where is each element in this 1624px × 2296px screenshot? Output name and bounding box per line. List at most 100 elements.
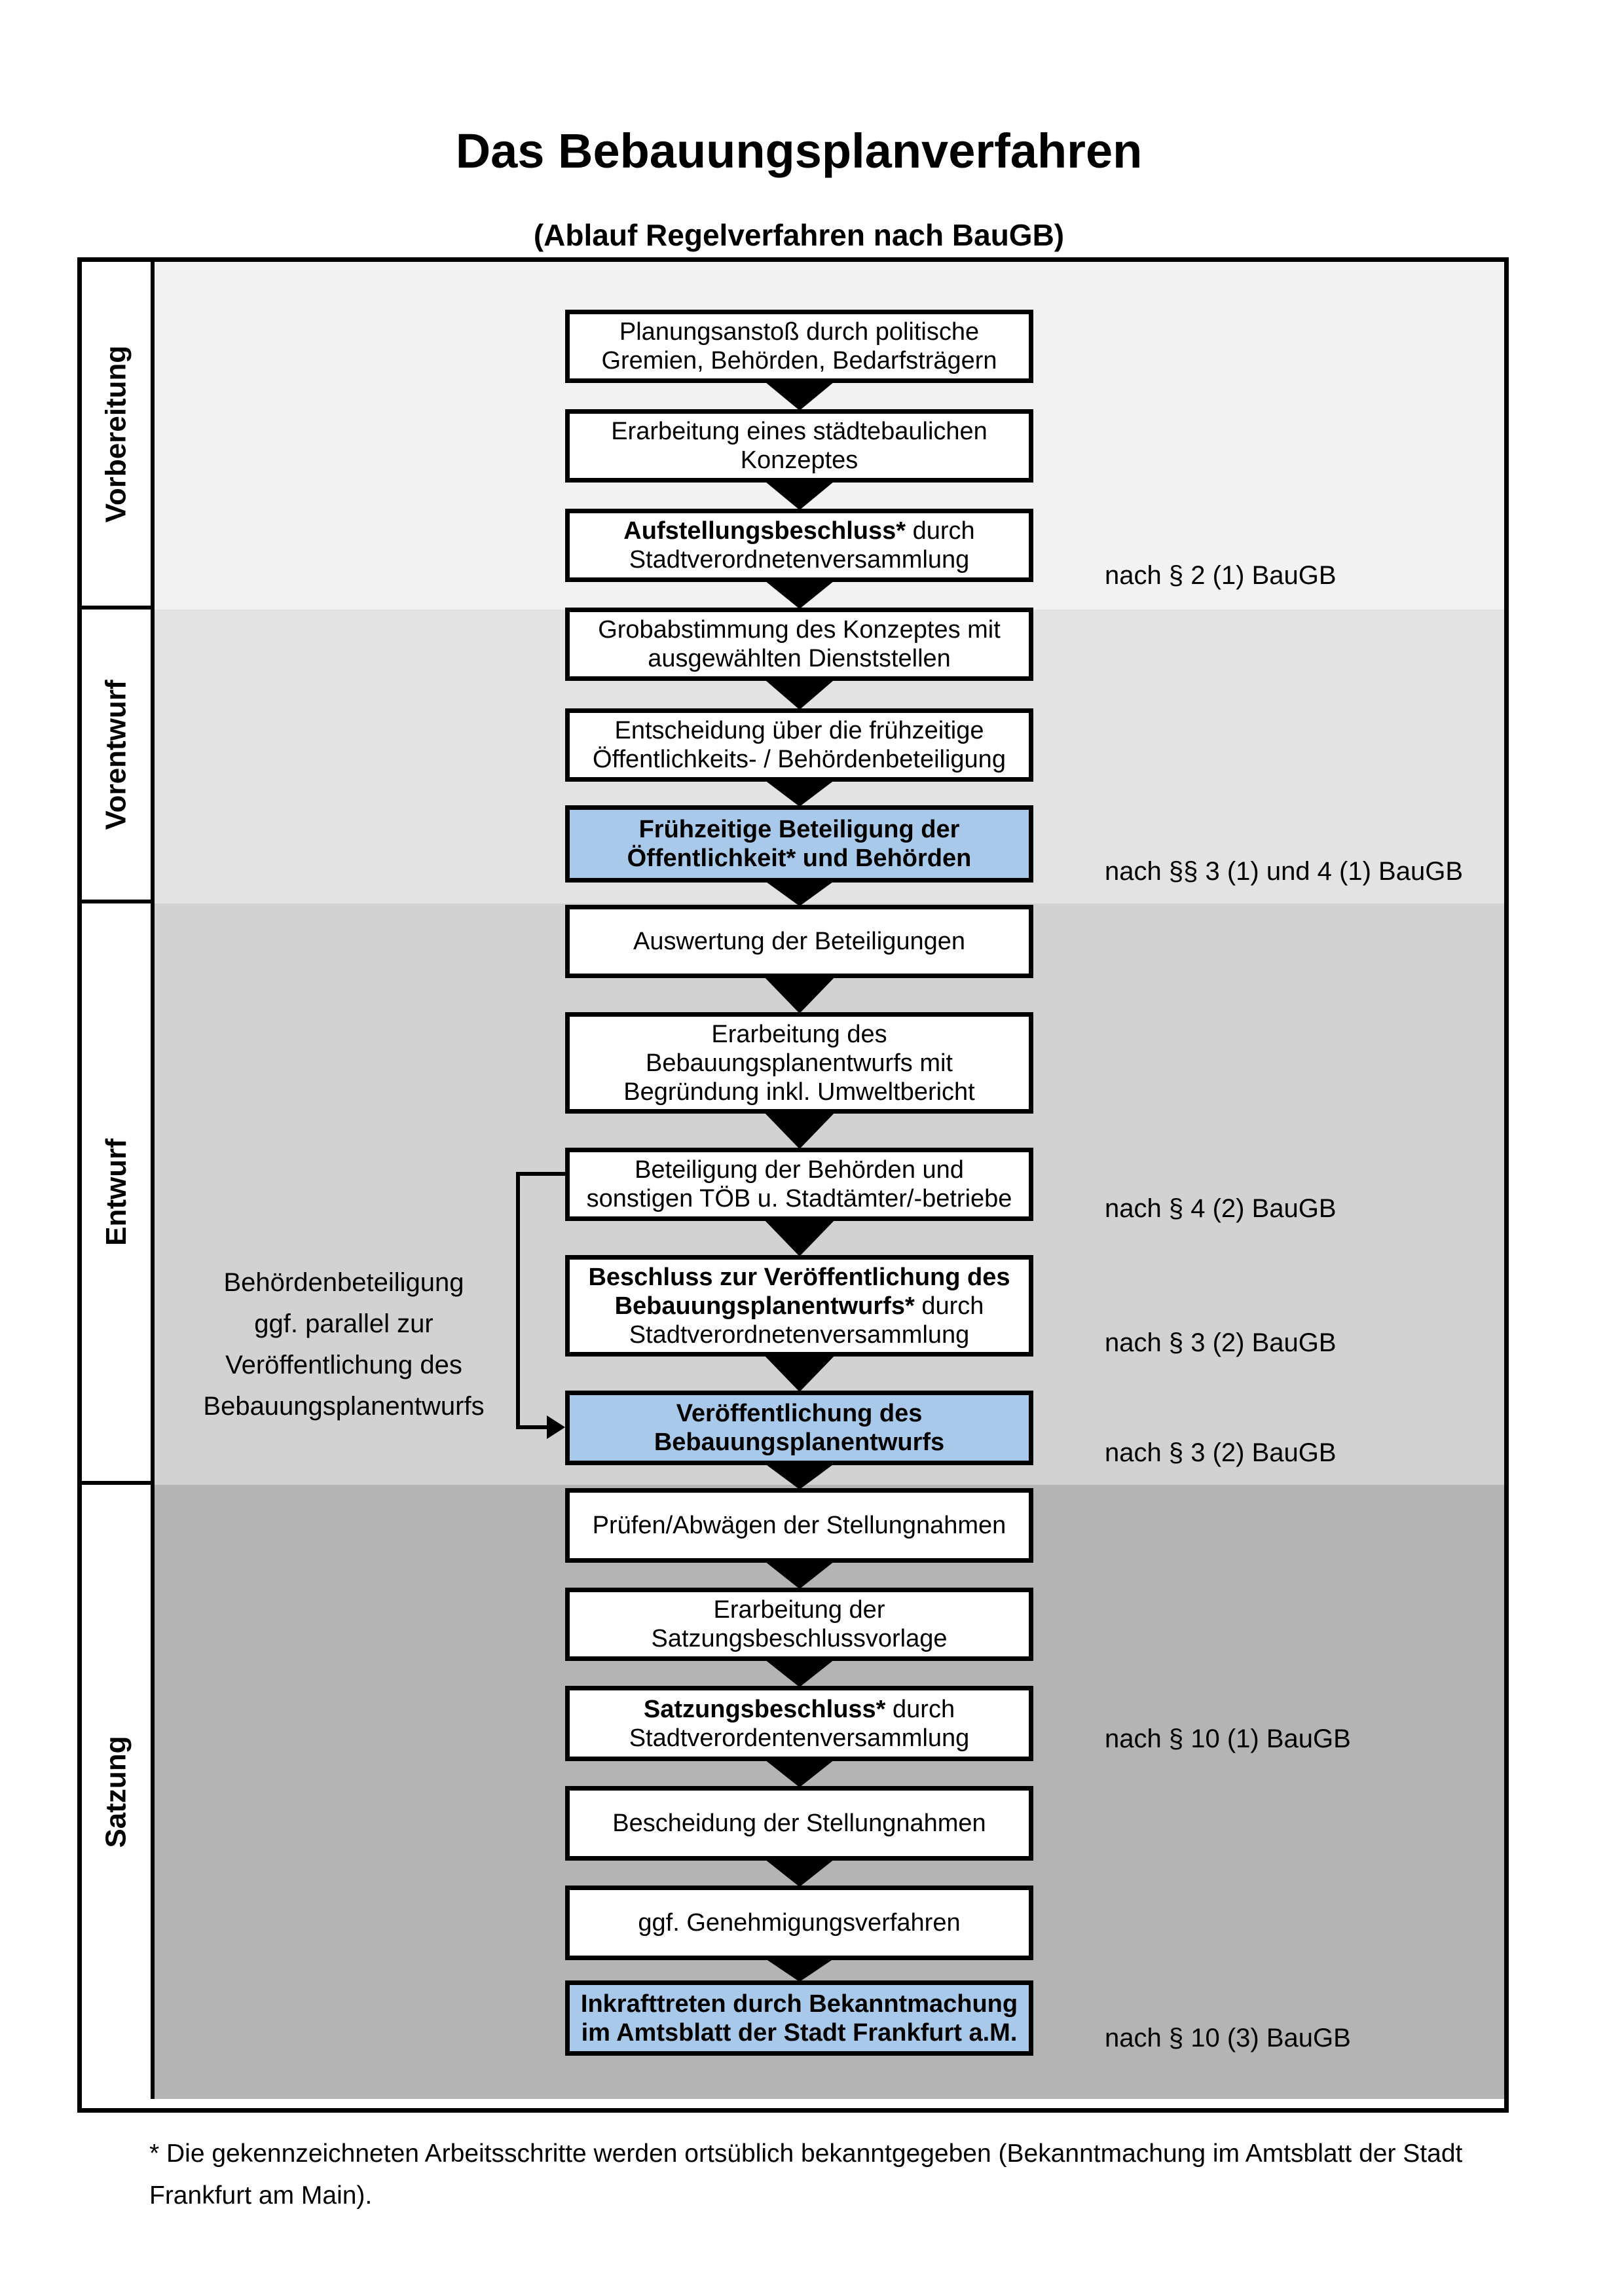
flow-box-text: Erarbeitung der bbox=[713, 1596, 885, 1624]
flow-box-text: durch bbox=[914, 1292, 984, 1320]
parallel-annotation-line: ggf. parallel zur bbox=[254, 1309, 434, 1338]
flow-arrow-down-icon bbox=[761, 578, 838, 609]
flow-box-text: Bescheidung der Stellungnahmen bbox=[612, 1810, 986, 1837]
flow-box-line: Veröffentlichung des bbox=[676, 1399, 923, 1428]
flow-box-line: Bescheidung der Stellungnahmen bbox=[612, 1809, 986, 1838]
flow-box-line: Frühzeitige Beteiligung der bbox=[639, 815, 960, 844]
flow-box-text: Gremien, Behörden, Bedarfsträgern bbox=[601, 347, 997, 374]
flow-box-line: Bebauungsplanentwurfs* durch bbox=[615, 1292, 984, 1321]
flow-box-text: Satzungsbeschlussvorlage bbox=[651, 1625, 948, 1652]
flow-box-text: durch bbox=[885, 1695, 955, 1723]
flow-box-text: Bebauungsplanentwurfs bbox=[654, 1429, 945, 1456]
flow-arrow-down-icon bbox=[761, 879, 838, 906]
flow-box-line: Stadtverordentenversammlung bbox=[629, 1724, 970, 1753]
flow-box-auswertung-beteiligungen: Auswertung der Beteiligungen bbox=[565, 905, 1033, 978]
flow-arrow-down-icon bbox=[761, 1110, 838, 1149]
flow-box-text: sonstigen TÖB u. Stadtämter/-betriebe bbox=[586, 1185, 1012, 1212]
flow-box-genehmigungsverfahren: ggf. Genehmigungsverfahren bbox=[565, 1886, 1033, 1960]
flow-box-line: Auswertung der Beteiligungen bbox=[633, 927, 965, 956]
flow-box-text: Öffentlichkeits- / Behördenbeteiligung bbox=[593, 746, 1006, 773]
flow-arrow-down-icon bbox=[761, 379, 838, 410]
sidebar-phase-vorentwurf: Vorentwurf bbox=[82, 610, 151, 903]
bracket-top-segment bbox=[516, 1172, 565, 1176]
flow-arrow-down-icon bbox=[761, 1956, 838, 1982]
flow-arrow-down-icon bbox=[761, 479, 838, 510]
flow-arrow-down-icon bbox=[761, 677, 838, 710]
sidebar-phase-satzung: Satzung bbox=[82, 1485, 151, 2099]
flow-box-line: Erarbeitung eines städtebaulichen bbox=[611, 417, 987, 446]
flow-box-line: Inkrafttreten durch Bekanntmachung bbox=[581, 1990, 1018, 2018]
flow-box-text: Veröffentlichung des bbox=[676, 1400, 923, 1427]
flow-arrow-down-icon bbox=[761, 1559, 838, 1589]
flow-box-line: Bebauungsplanentwurfs mit bbox=[646, 1049, 953, 1078]
flow-box-bescheidung-stellungnahmen: Bescheidung der Stellungnahmen bbox=[565, 1786, 1033, 1861]
law-reference: nach § 2 (1) BauGB bbox=[1105, 561, 1337, 590]
flow-box-line: im Amtsblatt der Stadt Frankfurt a.M. bbox=[581, 2018, 1018, 2047]
law-reference: nach § 3 (2) BauGB bbox=[1105, 1438, 1337, 1467]
flow-box-text: Stadtverordnetenversammlung bbox=[629, 1321, 970, 1349]
flow-box-line: sonstigen TÖB u. Stadtämter/-betriebe bbox=[587, 1184, 1012, 1213]
flow-arrow-down-icon bbox=[761, 1757, 838, 1787]
flow-arrow-down-icon bbox=[761, 974, 838, 1013]
flow-box-line: Stadtverordnetenversammlung bbox=[629, 545, 970, 574]
flow-box-line: Planungsanstoß durch politische bbox=[619, 318, 979, 346]
sidebar-phase-label: Satzung bbox=[100, 1736, 132, 1848]
flow-box-text: ausgewählten Dienststellen bbox=[648, 645, 951, 672]
flow-box-text: Erarbeitung eines städtebaulichen bbox=[611, 418, 987, 445]
flow-box-text: Planungsanstoß durch politische bbox=[619, 318, 980, 346]
flow-arrow-down-icon bbox=[761, 778, 838, 807]
flow-box-line: Stadtverordnetenversammlung bbox=[629, 1321, 970, 1349]
sidebar-phase-label: Vorbereitung bbox=[100, 345, 132, 522]
flow-box-text: Begründung inkl. Umweltbericht bbox=[623, 1078, 975, 1106]
flow-box-line: Gremien, Behörden, Bedarfsträgern bbox=[601, 346, 997, 375]
footnote-line: * Die gekennzeichneten Arbeitsschritte w… bbox=[149, 2140, 1463, 2168]
parallel-annotation-line: Veröffentlichung des bbox=[225, 1351, 462, 1379]
flow-box-line: Bebauungsplanentwurfs bbox=[654, 1428, 944, 1457]
flow-box-text: Prüfen/Abwägen der Stellungnahmen bbox=[592, 1512, 1006, 1539]
flow-box-line: ggf. Genehmigungsverfahren bbox=[638, 1908, 960, 1937]
flow-box-line: Aufstellungsbeschluss* durch bbox=[623, 517, 974, 545]
flow-box-text: Auswertung der Beteiligungen bbox=[633, 928, 965, 955]
parallel-annotation-line: Behördenbeteiligung bbox=[223, 1268, 464, 1297]
flow-box-line: Satzungsbeschlussvorlage bbox=[651, 1624, 947, 1653]
flow-box-text: Stadtverordentenversammlung bbox=[629, 1724, 970, 1752]
flow-box-text: Erarbeitung des bbox=[711, 1020, 887, 1048]
bracket-arrowhead-icon bbox=[547, 1415, 565, 1439]
sidebar-phase-vorbereitung: Vorbereitung bbox=[82, 262, 151, 610]
law-reference: nach §§ 3 (1) und 4 (1) BauGB bbox=[1105, 857, 1463, 886]
flow-box-text: durch bbox=[906, 517, 975, 545]
law-reference: nach § 3 (2) BauGB bbox=[1105, 1328, 1337, 1357]
flow-box-line: Beschluss zur Veröffentlichung des bbox=[588, 1263, 1010, 1292]
footnote-line: Frankfurt am Main). bbox=[149, 2181, 373, 2210]
flow-box-text: Beteiligung der Behörden und bbox=[635, 1156, 964, 1184]
flow-box-text: Grobabstimmung des Konzeptes mit bbox=[598, 616, 1001, 644]
bracket-bottom-segment bbox=[516, 1425, 549, 1429]
flow-box-text: Aufstellungsbeschluss* bbox=[623, 517, 906, 545]
flow-arrow-down-icon bbox=[761, 1857, 838, 1887]
sidebar-phase-label: Vorentwurf bbox=[100, 680, 132, 829]
law-reference: nach § 10 (1) BauGB bbox=[1105, 1724, 1351, 1753]
page-title: Das Bebauungsplanverfahren bbox=[455, 124, 1143, 178]
flow-arrow-down-icon bbox=[761, 1461, 838, 1489]
flow-box-line: Beteiligung der Behörden und bbox=[635, 1156, 964, 1184]
flow-box-pruefen-abwaegen: Prüfen/Abwägen der Stellungnahmen bbox=[565, 1488, 1033, 1563]
flow-box-text: Bebauungsplanentwurfs mit bbox=[646, 1049, 953, 1077]
sidebar-phase-label: Entwurf bbox=[100, 1139, 132, 1246]
flow-box-text: Stadtverordnetenversammlung bbox=[629, 546, 970, 574]
flow-box-text: Bebauungsplanentwurfs* bbox=[614, 1292, 915, 1320]
flow-box-text: Öffentlichkeit* und Behörden bbox=[627, 845, 972, 872]
